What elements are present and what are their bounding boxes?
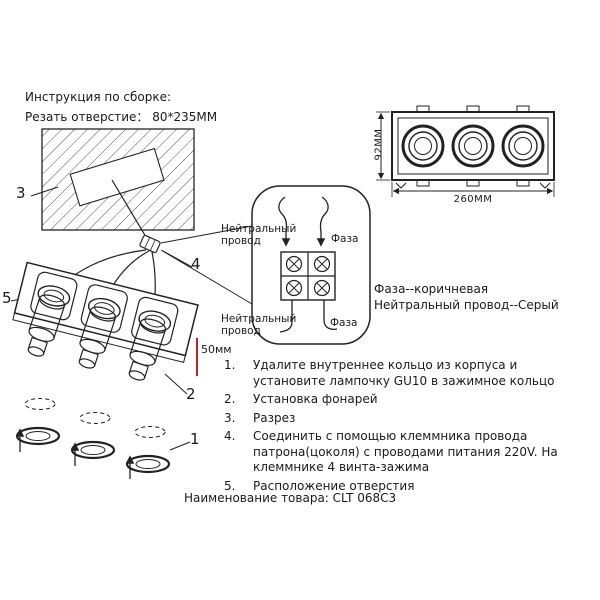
part-number-3: 3	[16, 184, 26, 202]
step-item-3: 3. Разрез	[224, 411, 572, 427]
assembly-title: Инструкция по сборке:	[25, 90, 172, 104]
legend-neutral-color: Нейтральный провод--Серый	[374, 298, 559, 312]
terminal-block	[280, 251, 336, 301]
instruction-steps: 1. Удалите внутреннее кольцо из корпуса …	[224, 358, 572, 497]
cut-hole-note: Резать отверстие： 80*235ММ	[25, 110, 218, 124]
cut-hole-panel	[30, 128, 195, 238]
height-dimension-label: 92MM	[373, 128, 385, 161]
step-number: 4.	[224, 429, 236, 443]
step-item-4: 4. Соединить с помощью клеммника провода…	[224, 429, 572, 476]
step-text: Установка фонарей	[253, 392, 378, 406]
lamp-housing	[27, 294, 167, 381]
neutral-wire-label-bottom: Нейтральный провод	[221, 313, 297, 337]
neutral-wire-label-top: Нейтральный провод	[221, 223, 297, 247]
step-item-1: 1. Удалите внутреннее кольцо из корпуса …	[224, 358, 572, 389]
step-number: 3.	[224, 410, 236, 425]
product-name: Наименование товара: CLT 068C3	[184, 491, 397, 505]
width-dimension-label: 260MM	[453, 194, 493, 205]
step-number: 2.	[224, 392, 236, 406]
phase-wire-label-top: Фаза	[331, 233, 359, 245]
up-arrows	[15, 428, 135, 479]
part-number-5: 5	[2, 289, 12, 307]
step-text: Разрез	[253, 410, 296, 425]
trim-rings	[15, 426, 171, 474]
wiring-callout	[251, 185, 371, 345]
step-text: Расположение отверстия	[253, 478, 415, 493]
part-number-4: 4	[191, 255, 201, 273]
step-item-2: 2. Установка фонарей	[224, 392, 572, 408]
part-number-1: 1	[190, 430, 200, 448]
exploded-assembly	[10, 225, 253, 479]
fixture-front-view	[376, 105, 555, 197]
step-number: 1.	[224, 358, 236, 372]
phase-wire-label-bottom: Фаза	[330, 317, 358, 329]
wire-junction	[139, 234, 161, 254]
step-text: Соединить с помощью клеммника провода па…	[253, 429, 558, 474]
step-number: 5.	[224, 478, 236, 493]
legend-phase-color: Фаза--коричневая	[374, 282, 489, 296]
step-text: Удалите внутреннее кольцо из корпуса и у…	[253, 358, 555, 388]
alignment-guides	[24, 398, 166, 438]
depth-dimension-label: 50мм	[201, 343, 232, 356]
part-number-2: 2	[186, 385, 196, 403]
step-item-5: 5. Расположение отверстия	[224, 479, 572, 495]
